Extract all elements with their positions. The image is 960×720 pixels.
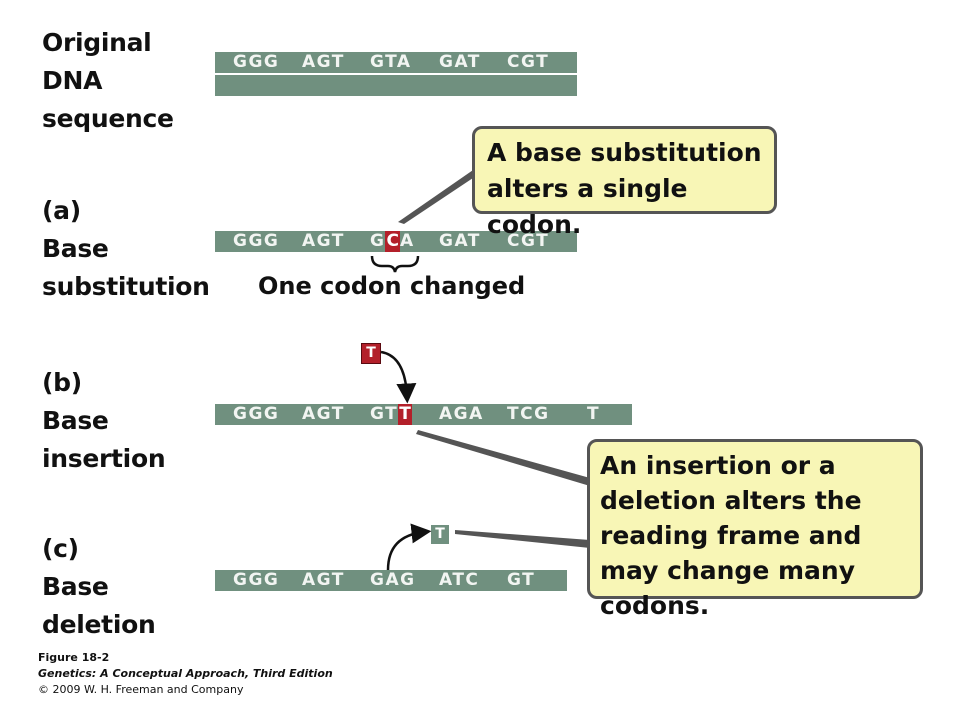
codon: AGT bbox=[302, 52, 345, 72]
insertion-strand: GGG AGT GTT AGA TCG T bbox=[215, 404, 632, 425]
substitution-label: (a) Base substitution bbox=[42, 196, 210, 301]
codon: GAT bbox=[439, 231, 481, 251]
codon: T bbox=[587, 404, 601, 424]
codon: AGA bbox=[439, 404, 484, 424]
frame-shift-callout: An insertion or a deletion alters the re… bbox=[587, 439, 923, 620]
deletion-pointer-line bbox=[455, 530, 590, 548]
one-codon-changed-label: One codon changed bbox=[258, 272, 526, 300]
codon: GTA bbox=[370, 52, 412, 72]
figure-caption: Figure 18-2 Genetics: A Conceptual Appro… bbox=[38, 650, 333, 698]
codon: GT bbox=[507, 570, 536, 590]
insertion-label: (b) Base insertion bbox=[42, 368, 166, 473]
original-label: Original DNA sequence bbox=[42, 28, 174, 133]
codon: GGG bbox=[233, 231, 280, 251]
deletion-strand: GGG AGT GAG ATC GT bbox=[215, 570, 567, 591]
book-title: Genetics: A Conceptual Approach, Third E… bbox=[38, 667, 333, 680]
figure-number: Figure 18-2 bbox=[38, 651, 110, 664]
codon: GGG bbox=[233, 570, 280, 590]
codon: CGT bbox=[507, 52, 550, 72]
codon-brace bbox=[370, 255, 420, 273]
codon: AGT bbox=[302, 404, 345, 424]
deletion-label: (c) Base deletion bbox=[42, 534, 156, 639]
original-strand-bottom bbox=[215, 75, 577, 96]
inserted-base: T bbox=[398, 404, 412, 425]
codon: AGT bbox=[302, 570, 345, 590]
codon: TCG bbox=[507, 404, 550, 424]
codon: GGG bbox=[233, 404, 280, 424]
insertion-pointer-line bbox=[416, 430, 590, 486]
mutated-codon: GTT bbox=[370, 404, 412, 425]
substituted-base: C bbox=[385, 231, 400, 252]
codon: GGG bbox=[233, 52, 280, 72]
substitution-pointer-line bbox=[398, 168, 476, 224]
codon: CGT bbox=[507, 231, 549, 252]
codon: ATC bbox=[439, 570, 480, 590]
codon: GAT bbox=[439, 52, 481, 72]
codon: GAG bbox=[370, 570, 416, 590]
deletion-arrow bbox=[386, 523, 432, 571]
substitution-callout: A base substitution alters a single codo… bbox=[472, 126, 777, 239]
original-strand-top: GGG AGT GTA GAT CGT bbox=[215, 52, 577, 73]
deleted-base-free: T bbox=[431, 525, 449, 544]
substitution-strand: GGG AGT GCA GAT CGT bbox=[215, 231, 577, 252]
insertion-arrow bbox=[380, 350, 417, 404]
mutated-codon: GCA bbox=[370, 231, 415, 252]
codon: AGT bbox=[302, 231, 345, 251]
copyright: © 2009 W. H. Freeman and Company bbox=[38, 683, 244, 696]
inserted-base-free: T bbox=[361, 343, 381, 364]
